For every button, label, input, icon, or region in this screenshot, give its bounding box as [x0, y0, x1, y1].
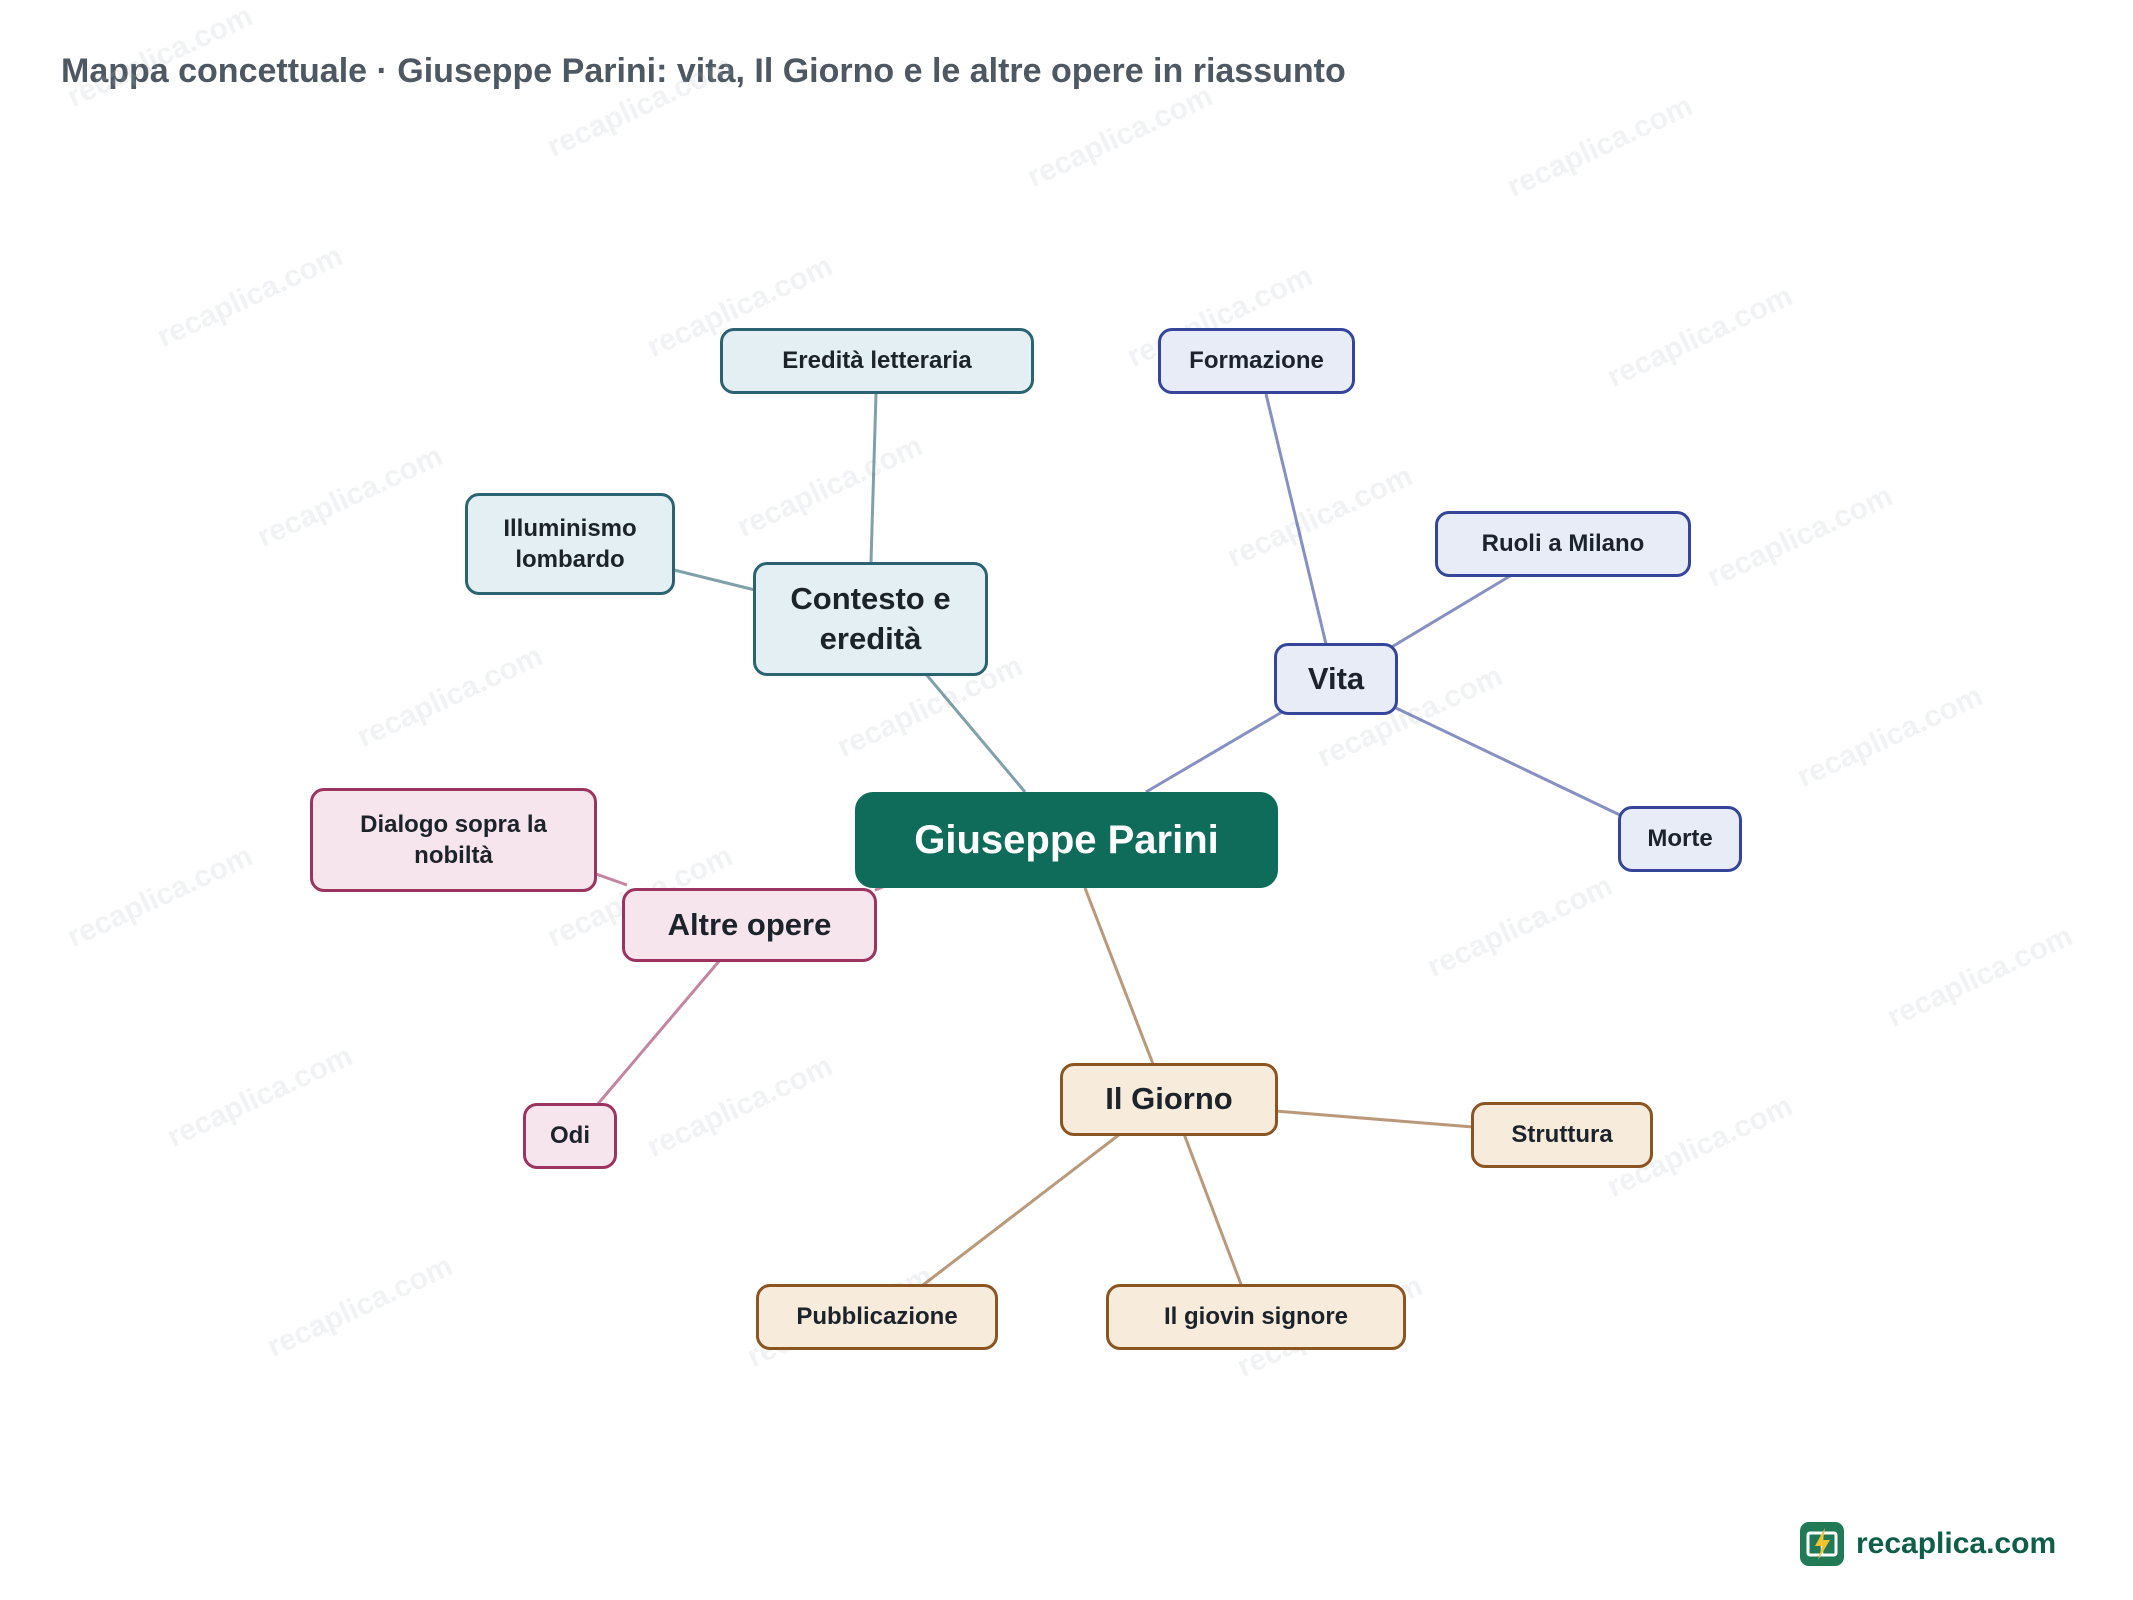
branch-label: Vita — [1307, 660, 1365, 696]
root-label: Giuseppe Parini — [914, 818, 1219, 862]
brand[interactable]: recaplica.com — [1800, 1521, 2056, 1567]
leaf-label: Dialogo sopra la nobiltà — [360, 810, 547, 869]
edge-altre-dialogo — [595, 872, 628, 887]
edge-root-contesto — [923, 672, 1027, 793]
brand-name: recaplica.com — [1856, 1527, 2057, 1560]
leaf-struttura[interactable]: Struttura — [1471, 1102, 1653, 1168]
edge-giorno-giovin — [1182, 1133, 1244, 1288]
leaf-odi[interactable]: Odi — [523, 1103, 617, 1169]
leaf-morte[interactable]: Morte — [1618, 806, 1742, 872]
leaf-label: Formazione — [1189, 347, 1324, 375]
leaf-pubblicazione[interactable]: Pubblicazione — [756, 1284, 998, 1350]
leaf-ereditá-letteraria[interactable]: Eredità letteraria — [720, 328, 1034, 394]
branch-label: Altre opere — [667, 906, 832, 942]
branch-label: Il Giorno — [1105, 1081, 1233, 1117]
leaf-label: Pubblicazione — [796, 1303, 958, 1331]
edge-giorno-struttura — [1274, 1109, 1474, 1129]
leaf-illuminismo-lombardo[interactable]: Illuminismo lombardo — [465, 493, 675, 595]
leaf-label: Il giovin signore — [1163, 1303, 1349, 1331]
leaf-formazione[interactable]: Formazione — [1158, 328, 1355, 394]
leaf-ruoli-a-milano[interactable]: Ruoli a Milano — [1435, 511, 1691, 577]
leaf-dialogo-sopra-la-nobilta[interactable]: Dialogo sopra la nobiltà — [310, 788, 597, 892]
leaf-label: Struttura — [1511, 1121, 1613, 1149]
branch-contesto[interactable]: Contesto e eredità — [753, 562, 988, 676]
leaf-label: Ruoli a Milano — [1481, 530, 1645, 558]
edge-contesto-ereditá — [869, 393, 878, 563]
edge-vita-formazione — [1264, 393, 1328, 645]
leaf-label: Odi — [550, 1122, 590, 1150]
edge-vita-ruoli — [1389, 574, 1511, 650]
branch-label: Contesto e eredità — [790, 580, 951, 656]
branch-il-giorno[interactable]: Il Giorno — [1060, 1063, 1278, 1136]
edge-root-vita — [1145, 710, 1283, 794]
leaf-label: Illuminismo lombardo — [503, 514, 637, 573]
edge-altre-odi — [595, 959, 722, 1106]
book-lightning-icon — [1800, 1522, 1844, 1566]
leaf-label: Morte — [1647, 825, 1713, 853]
page-title: Mappa concettuale · Giuseppe Parini: vit… — [61, 52, 1346, 90]
leaf-il-giovin-signore[interactable]: Il giovin signore — [1106, 1284, 1406, 1350]
leaf-label: Eredità letteraria — [782, 347, 972, 375]
edge-contesto-illuminismo — [673, 568, 756, 592]
branch-altre-opere[interactable]: Altre opere — [622, 888, 877, 962]
edge-vita-morte — [1395, 706, 1623, 818]
root-node[interactable]: Giuseppe Parini — [855, 792, 1278, 888]
edge-root-giorno — [1083, 887, 1155, 1065]
branch-vita[interactable]: Vita — [1274, 643, 1398, 715]
edge-giorno-pubblicazione — [922, 1132, 1121, 1287]
